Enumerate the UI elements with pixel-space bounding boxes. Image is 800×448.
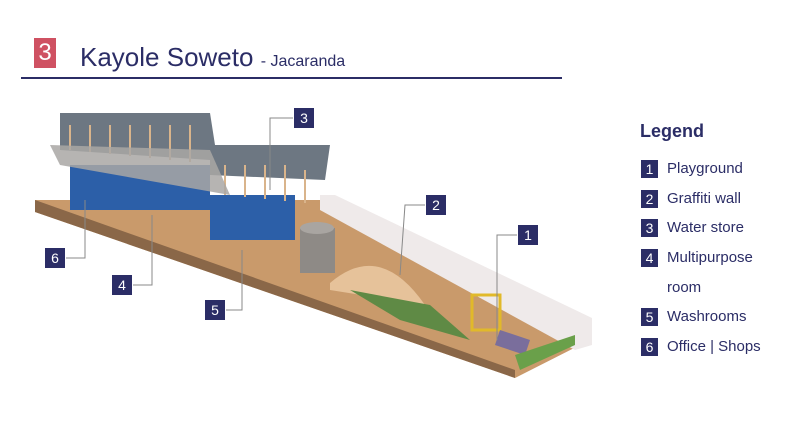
legend-number: 5 — [641, 308, 658, 326]
annex-walls — [210, 195, 295, 240]
legend-item: 1 Playground — [641, 160, 787, 184]
section-number-badge: 3 — [34, 38, 56, 68]
bench — [515, 335, 575, 370]
callout-multipurpose-room: 4 — [111, 274, 133, 296]
platform-edge — [35, 200, 515, 378]
legend-number: 3 — [641, 219, 658, 237]
play-structure — [470, 293, 502, 332]
callout-graffiti-wall: 2 — [425, 194, 447, 216]
water-tank — [300, 228, 335, 273]
slide — [495, 330, 530, 355]
legend-number: 6 — [641, 338, 658, 356]
legend-item: 6 Office | Shops — [641, 338, 787, 362]
legend-number: 2 — [641, 190, 658, 208]
legend-item: 3 Water store — [641, 219, 787, 243]
graffiti-wall — [330, 265, 425, 305]
canopy — [50, 145, 230, 195]
callout-water-store: 3 — [293, 107, 315, 129]
legend-item: 2 Graffiti wall — [641, 190, 787, 214]
legend-label: Office | Shops — [667, 338, 761, 355]
legend-item: 4 Multipurpose room — [641, 249, 787, 302]
legend-label: Graffiti wall — [667, 190, 741, 207]
title-divider — [21, 77, 562, 79]
legend-number: 1 — [641, 160, 658, 178]
legend-item: 5 Washrooms — [641, 308, 787, 332]
legend-number: 4 — [641, 249, 658, 267]
site-subtitle: - Jacaranda — [260, 53, 346, 70]
legend-label: Playground — [667, 160, 743, 177]
boundary-wall — [320, 195, 592, 350]
legend-label: Multipurpose room — [667, 249, 753, 296]
callout-leaders — [65, 117, 517, 340]
callout-office-shops: 6 — [44, 247, 66, 269]
legend-label: Washrooms — [667, 308, 747, 325]
legend-label: Water store — [667, 219, 744, 236]
site-name: Kayole Soweto — [80, 42, 254, 72]
callout-playground: 1 — [517, 224, 539, 246]
water-tank-top — [300, 222, 334, 234]
grass-area — [350, 290, 470, 340]
callout-washrooms: 5 — [204, 299, 226, 321]
legend-title: Legend — [640, 121, 705, 141]
page-title: Kayole Soweto - Jacaranda — [80, 42, 345, 73]
